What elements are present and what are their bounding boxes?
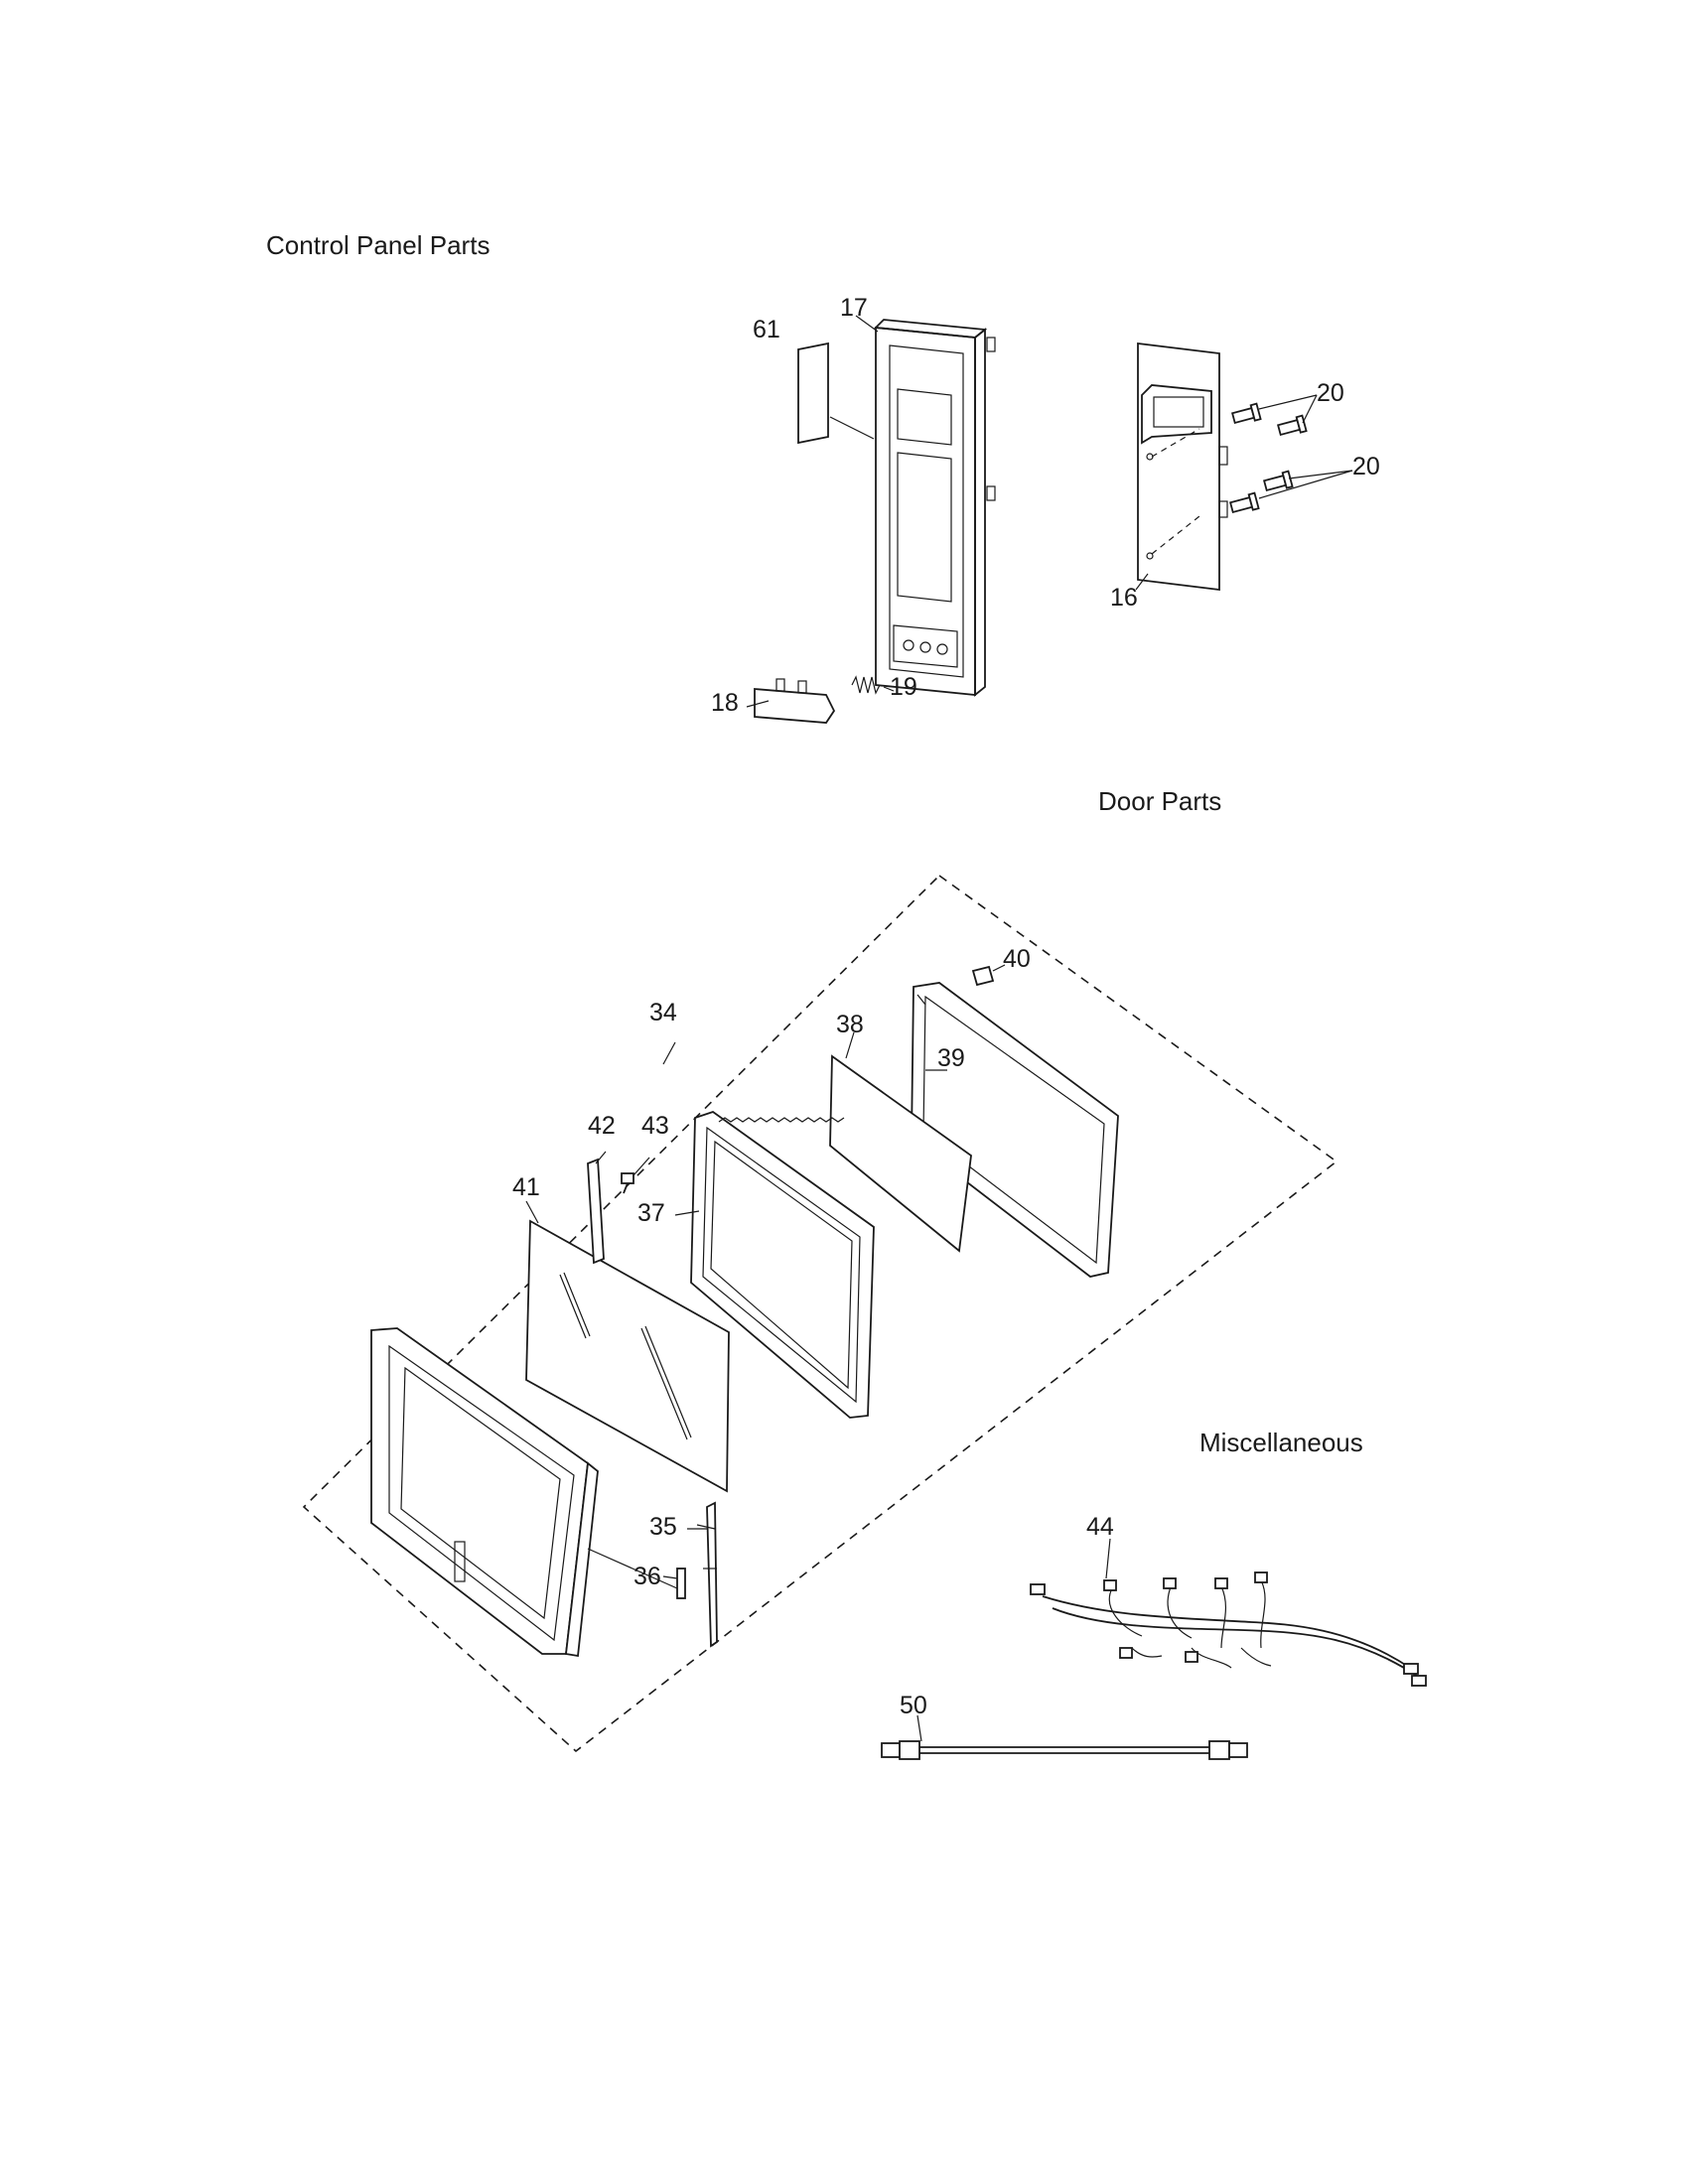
callout-50: 50: [900, 1692, 927, 1719]
section-title-misc: Miscellaneous: [1199, 1428, 1363, 1457]
callout-20-lower: 20: [1352, 453, 1380, 480]
callout-20-upper: 20: [1317, 379, 1344, 407]
callout-61: 61: [753, 316, 780, 343]
part-38-window-film: [829, 1031, 972, 1253]
callout-44: 44: [1086, 1513, 1114, 1541]
part-16-circuit-board: [1135, 341, 1228, 592]
callout-36: 36: [633, 1563, 661, 1590]
part-40-latch: [971, 964, 1006, 987]
callout-43: 43: [641, 1112, 669, 1140]
part-50-wire-lead: [881, 1714, 1248, 1760]
part-36-latch-hook: [587, 1548, 686, 1599]
callout-35: 35: [649, 1513, 677, 1541]
section-title-door: Door Parts: [1098, 786, 1221, 816]
part-37-inner-door-frame: [674, 1111, 875, 1419]
callout-17: 17: [840, 294, 868, 322]
part-18-door-button: [746, 678, 836, 724]
callout-38: 38: [836, 1011, 864, 1038]
part-34-door-assembly-outline: [302, 874, 1338, 1753]
part-44-wire-harness: [1030, 1538, 1427, 1687]
part-35-latch-lever: [687, 1501, 718, 1648]
part-19-spring: [851, 675, 895, 695]
section-title-control-panel: Control Panel Parts: [266, 230, 490, 260]
callout-34: 34: [649, 999, 677, 1026]
callout-16: 16: [1110, 584, 1138, 612]
callout-19: 19: [890, 673, 917, 701]
part-61-label-sheet: [797, 341, 875, 445]
part-42-hinge-strip: [587, 1151, 607, 1265]
part-43-screw: [621, 1157, 650, 1194]
callout-39: 39: [937, 1044, 965, 1072]
callout-41: 41: [512, 1173, 540, 1201]
callout-40: 40: [1003, 945, 1031, 973]
callout-37: 37: [637, 1199, 665, 1227]
part-17-control-panel-frame: [855, 315, 996, 697]
part-41-door-glass: [525, 1200, 730, 1493]
callout-18: 18: [711, 689, 739, 717]
callout-42: 42: [588, 1112, 616, 1140]
door-front-panel: [370, 1327, 599, 1658]
part-20-screws: [1229, 394, 1353, 514]
